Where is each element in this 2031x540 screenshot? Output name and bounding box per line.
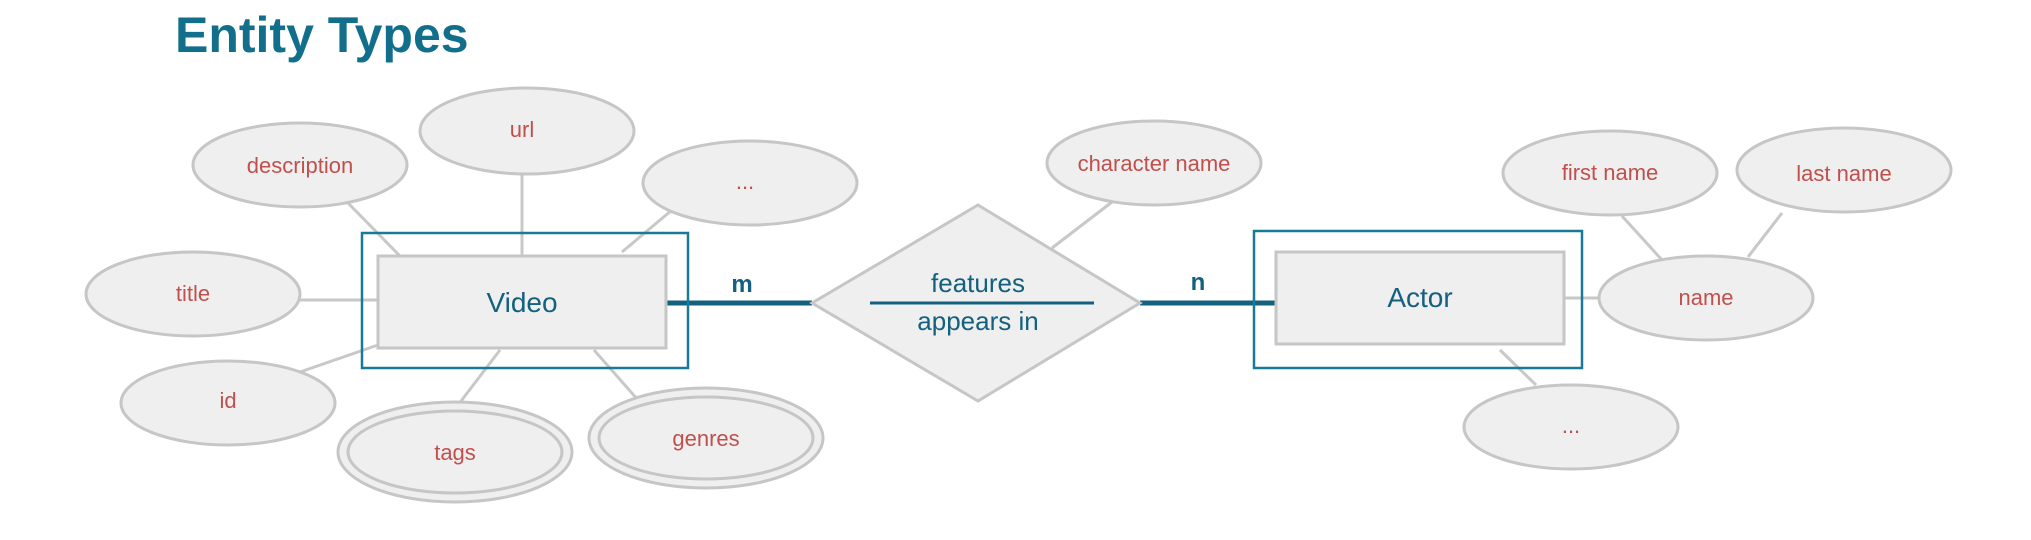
cardinality-m: m bbox=[731, 271, 752, 298]
attribute-id[interactable]: id bbox=[119, 359, 337, 447]
attribute-last-name[interactable]: last name bbox=[1735, 126, 1953, 214]
attribute-tags-label: tags bbox=[434, 440, 476, 465]
connector-first-name bbox=[1620, 214, 1664, 262]
attribute-actor-more-label: ... bbox=[1562, 413, 1580, 438]
attribute-description[interactable]: description bbox=[191, 121, 409, 209]
cardinality-n: n bbox=[1191, 269, 1206, 296]
attribute-first-name-label: first name bbox=[1562, 160, 1659, 185]
connector-tags bbox=[456, 349, 502, 406]
entity-actor[interactable]: Actor bbox=[1252, 229, 1584, 370]
entity-video-box bbox=[376, 254, 668, 350]
relationship-features[interactable]: features appears in bbox=[809, 203, 1143, 403]
attributes: description url ... title id tags genres bbox=[84, 86, 1953, 504]
connector-id bbox=[299, 343, 379, 374]
attribute-character-name-label: character name bbox=[1078, 151, 1231, 176]
attribute-title[interactable]: title bbox=[84, 250, 302, 338]
attribute-tags-multivalued[interactable]: tags bbox=[336, 400, 574, 504]
attribute-character-name[interactable]: character name bbox=[1045, 119, 1263, 207]
connector-character-name bbox=[1051, 200, 1113, 250]
attribute-connectors bbox=[299, 175, 1784, 406]
entity-actor-box bbox=[1274, 250, 1566, 346]
attribute-url[interactable]: url bbox=[418, 86, 636, 176]
attribute-name-label: name bbox=[1678, 285, 1733, 310]
relationship-label-bottom: appears in bbox=[917, 306, 1038, 336]
attribute-video-more[interactable]: ... bbox=[641, 139, 859, 227]
attribute-video-more-label: ... bbox=[736, 169, 754, 194]
connector-genres bbox=[592, 349, 640, 401]
attribute-name[interactable]: name bbox=[1597, 254, 1815, 342]
attribute-genres-multivalued[interactable]: genres bbox=[587, 386, 825, 490]
page-title: Entity Types bbox=[175, 7, 469, 63]
attribute-url-label: url bbox=[510, 117, 534, 142]
entity-actor-label: Actor bbox=[1387, 282, 1452, 313]
attribute-title-label: title bbox=[176, 281, 210, 306]
attribute-first-name[interactable]: first name bbox=[1501, 129, 1719, 217]
relationship-label-top: features bbox=[931, 268, 1025, 298]
connector-video-more bbox=[621, 208, 673, 254]
entity-video-frame bbox=[360, 231, 690, 370]
attribute-genres-label: genres bbox=[672, 426, 739, 451]
attribute-actor-more[interactable]: ... bbox=[1462, 383, 1680, 471]
connector-last-name bbox=[1746, 212, 1784, 258]
entity-video-label: Video bbox=[486, 287, 557, 318]
connector-description bbox=[346, 201, 402, 258]
entity-video[interactable]: Video bbox=[360, 231, 690, 370]
attribute-last-name-label: last name bbox=[1796, 161, 1891, 186]
attribute-description-label: description bbox=[247, 153, 353, 178]
attribute-id-label: id bbox=[219, 388, 236, 413]
entity-actor-frame bbox=[1252, 229, 1584, 370]
